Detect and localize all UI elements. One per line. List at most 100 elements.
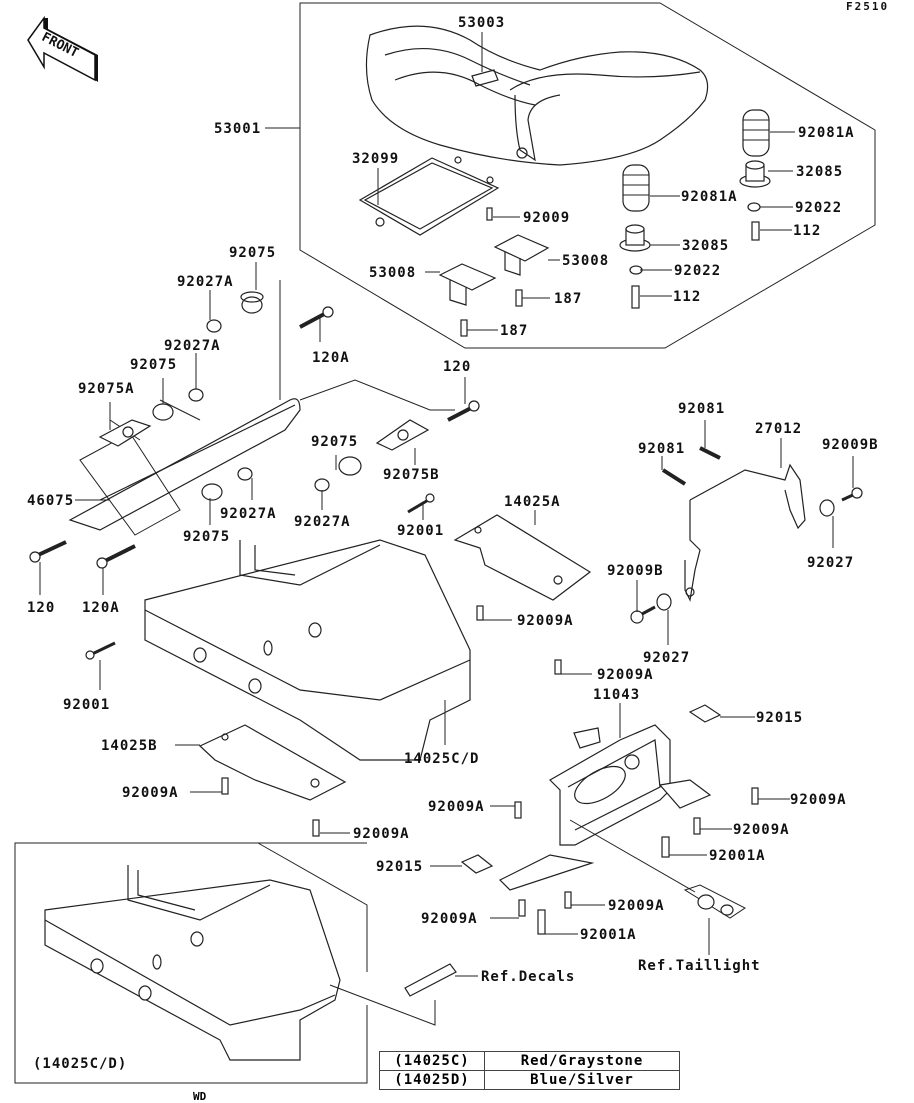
label-92075-right: 92075: [311, 434, 358, 450]
label-92075-lower: 92075: [183, 529, 230, 545]
label-92015-lower: 92015: [376, 859, 423, 875]
screw-92009A-d: [312, 819, 320, 837]
screw-92009: [486, 207, 493, 221]
bushing-92075-mid: [152, 403, 174, 421]
bolt-92001A-lower: [537, 909, 546, 935]
label-92075-mid: 92075: [130, 357, 177, 373]
label-92015-upper: 92015: [756, 710, 803, 726]
table-row: (14025D) Blue/Silver: [379, 1070, 680, 1090]
label-32099: 32099: [352, 151, 399, 167]
label-92001A-upper: 92001A: [709, 848, 766, 864]
seat-53001: [365, 25, 709, 166]
bolt-112-lower: [631, 285, 640, 309]
screw-92009A-i: [564, 891, 572, 909]
label-92075B: 92075B: [383, 467, 440, 483]
label-14025B: 14025B: [101, 738, 158, 754]
label-92081A-lower: 92081A: [681, 189, 738, 205]
label-92009: 92009: [523, 210, 570, 226]
label-92009A-bracket-e: 92009A: [421, 911, 478, 927]
label-92081A-upper: 92081A: [798, 125, 855, 141]
label-120-right: 120: [443, 359, 471, 375]
taillight-leader: [569, 819, 696, 893]
leader-lines: [39, 32, 854, 935]
cap-92075B: [375, 419, 430, 451]
bushing-92075-lower: [201, 483, 223, 501]
seat-group-boundary: [299, 2, 876, 349]
bolt-92001A-upper: [661, 836, 670, 858]
grab-bar-leader: [279, 280, 455, 411]
decal-leader: [329, 984, 436, 1026]
nut-92015-lower: [460, 854, 494, 874]
tail-cowl-14025CD: [144, 539, 471, 761]
label-92075A: 92075A: [78, 381, 135, 397]
spring-92081A-lower: [622, 164, 650, 212]
diagram-code: F2510: [846, 0, 890, 13]
label-53008-right: 53008: [562, 253, 609, 269]
bolt-120A-left: [96, 544, 136, 569]
screw-92009A-f: [693, 817, 701, 835]
collar-32085-upper: [739, 160, 771, 188]
bushing-92027A-right: [314, 478, 330, 492]
collar-92027-left: [656, 593, 672, 611]
front-arrow-icon: FRONT: [27, 15, 98, 82]
screw-92009A-e: [751, 787, 759, 805]
label-32085-upper: 32085: [796, 164, 843, 180]
washer-92022-upper: [747, 202, 761, 212]
label-32085-lower: 32085: [682, 238, 729, 254]
label-92075-top: 92075: [229, 245, 276, 261]
bolt-112-upper: [751, 221, 760, 241]
plate-14025B: [198, 724, 347, 801]
label-ref-decals: Ref.Decals: [481, 969, 575, 985]
tray-32099: [358, 156, 500, 236]
label-92027A-lower: 92027A: [220, 506, 277, 522]
bolt-120A-top: [299, 306, 334, 329]
nut-92015-upper: [688, 704, 722, 723]
spring-92081-left: [661, 468, 687, 486]
label-112-upper: 112: [793, 223, 821, 239]
label-11043: 11043: [593, 687, 640, 703]
label-120A-top: 120A: [312, 350, 350, 366]
label-92022-upper: 92022: [795, 200, 842, 216]
table-row: (14025C) Red/Graystone: [379, 1051, 680, 1071]
label-inset-14025CD: (14025C/D): [33, 1056, 127, 1072]
label-92001-left: 92001: [63, 697, 110, 713]
label-92001A-lower: 92001A: [580, 927, 637, 943]
label-92009A-bracket-c: 92009A: [428, 799, 485, 815]
table-cell-part: (14025C): [379, 1051, 485, 1071]
screw-92009A-c: [221, 777, 229, 795]
bracket-11043: [498, 724, 712, 891]
table-cell-color: Blue/Silver: [484, 1070, 680, 1090]
screw-92009A-b: [554, 659, 562, 675]
label-46075: 46075: [27, 493, 74, 509]
bushing-92027A-top: [206, 319, 222, 333]
cap-92075A: [98, 419, 152, 447]
label-92009A-plate-a: 92009A: [517, 613, 574, 629]
label-53001: 53001: [214, 121, 261, 137]
label-92022-lower: 92022: [674, 263, 721, 279]
screw-92009A-h: [518, 899, 526, 917]
color-variant-table: (14025C) Red/Graystone (14025D) Blue/Sil…: [379, 1051, 680, 1090]
label-27012: 27012: [755, 421, 802, 437]
bracket-53008-left: [438, 263, 497, 306]
label-ref-taillight: Ref.Taillight: [638, 958, 761, 974]
taillight-ref: [683, 884, 746, 919]
label-92009A-bracket-a: 92009A: [790, 792, 847, 808]
bolt-120-right: [447, 400, 480, 422]
label-120A-left: 120A: [82, 600, 120, 616]
label-92001-upper: 92001: [397, 523, 444, 539]
table-cell-color: Red/Graystone: [484, 1051, 680, 1071]
spring-92081-right: [699, 446, 721, 460]
bushing-92075-right: [338, 456, 362, 476]
label-92081-left: 92081: [638, 441, 685, 457]
label-53003: 53003: [458, 15, 505, 31]
part-labels: 53003 53001 32099 92009 92081A 92081A 32…: [27, 15, 878, 1072]
label-92027-right: 92027: [807, 555, 854, 571]
screw-92009A-g: [514, 801, 522, 819]
collar-32085-lower: [619, 224, 651, 252]
decal-ref: [404, 963, 457, 997]
plate-14025A: [453, 514, 592, 601]
inset-box: [14, 842, 368, 1084]
label-92009B-left: 92009B: [607, 563, 664, 579]
bolt-92001-upper: [407, 493, 435, 514]
